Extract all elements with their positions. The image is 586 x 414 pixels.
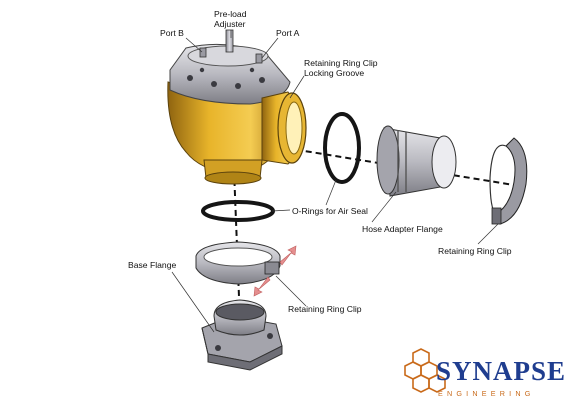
logo-hexagon <box>412 374 430 393</box>
leader-ring-clip-bottom <box>275 275 307 307</box>
label-preload-line1: Pre-load <box>214 9 247 19</box>
label-port-a: Port A <box>276 28 300 38</box>
clamp-direction-arrows <box>253 245 297 297</box>
label-preload-line2: Adjuster <box>214 19 246 29</box>
port-b-nipple <box>199 47 207 58</box>
label-hose-adapter: Hose Adapter Flange <box>362 224 443 234</box>
hose-adapter-front-face <box>376 125 400 195</box>
retaining-ring-clip-right <box>489 137 528 225</box>
hexagon-logo-icon <box>404 348 446 393</box>
bolt-hole <box>211 81 217 87</box>
arrow-up-right-icon <box>279 245 297 266</box>
leader-orings-side <box>325 179 337 206</box>
base-flange-side <box>201 327 283 371</box>
base-flange-bore <box>215 303 265 321</box>
callout-labels: Pre-load Adjuster Port B Port A Retainin… <box>128 9 512 314</box>
bolt-hole <box>259 77 265 83</box>
logo-wordmark: SYNAPSE <box>436 356 566 386</box>
o-ring-side <box>323 112 361 184</box>
label-ring-clip-right: Retaining Ring Clip <box>438 246 512 256</box>
flange-bolt-hole <box>215 345 221 351</box>
leader-hose-adapter <box>371 191 397 223</box>
valve-side-port-bore <box>285 101 303 155</box>
ring-clip-bottom-latch <box>264 261 280 275</box>
leader-port-b <box>185 37 203 53</box>
label-orings: O-Rings for Air Seal <box>292 206 368 216</box>
cap-bolt-holes <box>187 67 265 89</box>
bolt-hole <box>249 67 255 73</box>
valve-outlet-rim <box>204 171 262 185</box>
leader-orings-base <box>271 209 291 212</box>
label-groove-line1: Retaining Ring Clip <box>304 58 378 68</box>
assembly-axis-lines <box>233 147 521 323</box>
leader-groove <box>289 75 305 99</box>
label-ring-clip-bottom: Retaining Ring Clip <box>288 304 362 314</box>
ring-clip-right-back <box>489 144 507 215</box>
retaining-ring-clip-bottom <box>195 241 281 285</box>
vertical-axis-line <box>233 169 241 323</box>
logo-hexagon <box>428 374 446 393</box>
label-port-b: Port B <box>160 28 184 38</box>
synapse-logo: SYNAPSE ENGINEERING <box>404 348 566 398</box>
bolt-hole <box>199 67 205 73</box>
leader-ring-clip-right <box>477 223 499 245</box>
logo-subtitle: ENGINEERING <box>438 389 535 398</box>
leader-port-a <box>261 37 279 59</box>
o-ring-base <box>201 200 275 222</box>
flange-bolt-hole <box>267 333 273 339</box>
label-base-flange: Base Flange <box>128 260 176 270</box>
leader-base-flange <box>171 271 215 333</box>
leader-lines <box>171 30 499 333</box>
base-flange <box>201 299 283 371</box>
bolt-hole <box>235 83 241 89</box>
port-a-nipple <box>255 53 263 64</box>
preload-adjuster-stem <box>225 29 234 53</box>
hose-adapter-flange <box>376 125 457 197</box>
hose-adapter-rear-face <box>431 135 457 189</box>
arrow-down-left-icon <box>253 276 271 297</box>
ring-clip-right-latch <box>491 207 502 225</box>
ring-clip-bottom-bore <box>203 247 273 267</box>
bolt-hole <box>187 75 193 81</box>
label-groove-line2: Locking Groove <box>304 68 364 78</box>
valve-body <box>167 29 307 185</box>
